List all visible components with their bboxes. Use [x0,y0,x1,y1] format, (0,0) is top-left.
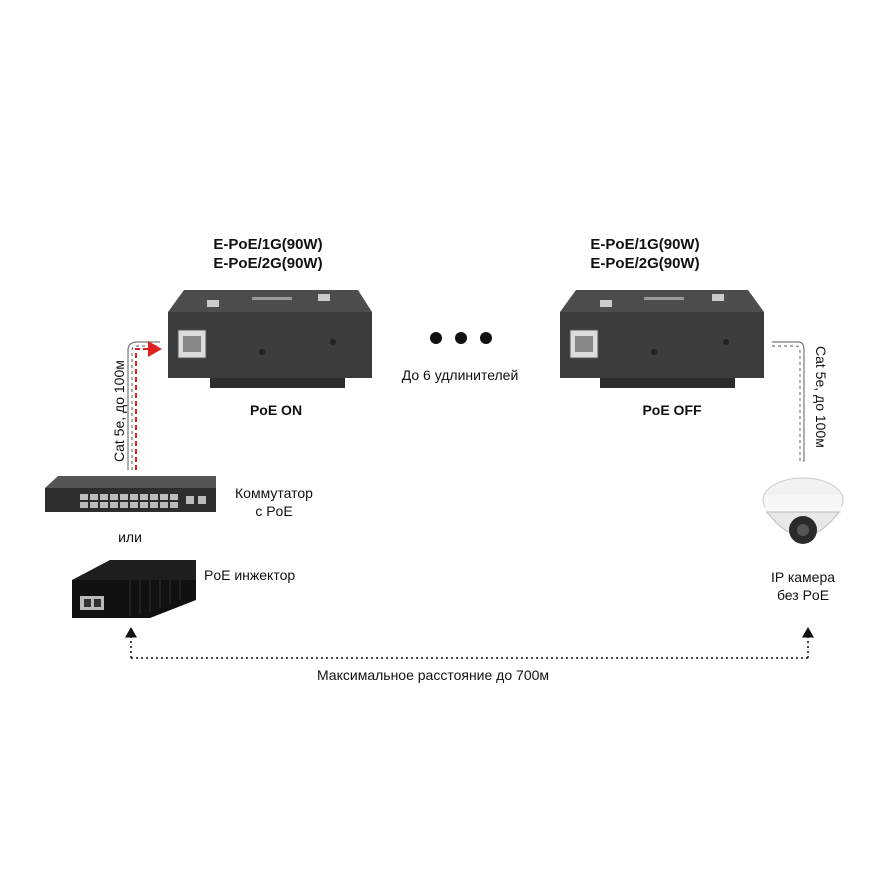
ip-camera [762,477,844,544]
extender-left-poe-mode: PoE ON [249,402,303,418]
camera-label-line2: без PoE [776,587,830,603]
chain-dots [430,332,492,344]
switch-label-line2: с PoE [255,503,293,519]
or-label: или [118,529,142,545]
extender-left-model-1g: E-PoE/1G(90W) [213,236,323,253]
distance-label: Максимальное расстояние до 700м [316,667,550,683]
extender-right-models: E-PoE/1G(90W) E-PoE/2G(90W) [545,235,745,273]
extender-left-model-2g: E-PoE/2G(90W) [213,255,323,272]
cable-right-label: Cat 5e, до 100м [813,346,829,448]
poe-injector [72,560,196,618]
distance-line [125,627,814,659]
extender-left-models: E-PoE/1G(90W) E-PoE/2G(90W) [168,235,368,273]
extender-right-poe-mode: PoE OFF [642,402,702,418]
extender-right-device [560,290,764,388]
power-arrow [135,341,162,470]
poe-switch [45,476,216,512]
camera-label-line1: IP камера [770,569,836,585]
extender-right-model-2g: E-PoE/2G(90W) [590,255,700,272]
chain-label: До 6 удлинителей [401,367,519,383]
switch-label-line1: Коммутатор [235,485,313,501]
cable-left [127,341,160,470]
extender-left-device [168,290,372,388]
cable-right [772,341,805,462]
cable-left-label: Cat 5e, до 100м [111,360,127,462]
extender-right-model-1g: E-PoE/1G(90W) [590,236,700,253]
camera-label: IP камера без PoE [745,568,861,604]
switch-label: Коммутатор с PoE [222,484,326,520]
injector-label: PoE инжектор [204,567,296,583]
